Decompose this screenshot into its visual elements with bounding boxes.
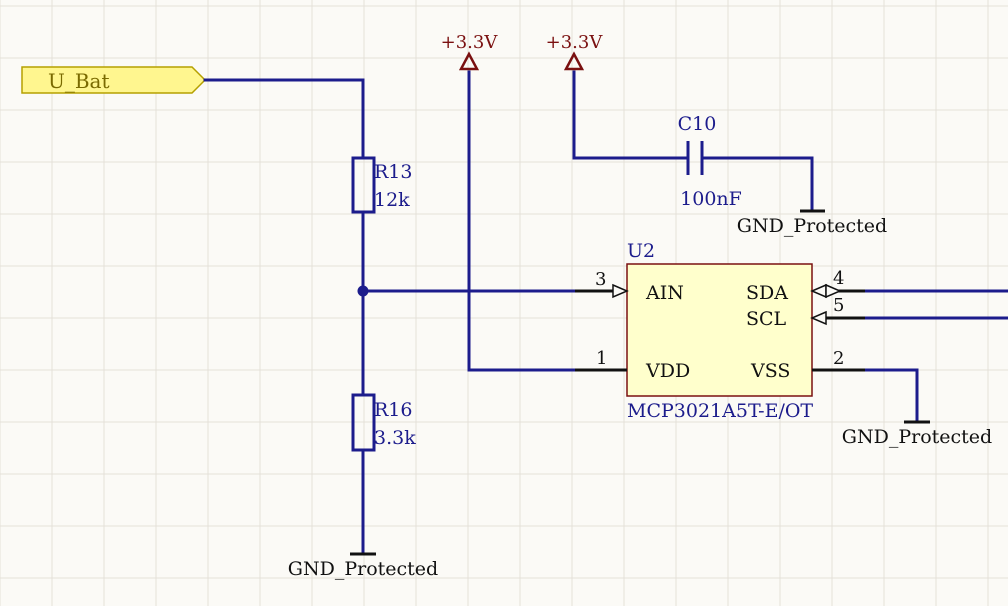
power-port-label: +3.3V bbox=[441, 32, 499, 53]
junction-dot bbox=[357, 285, 369, 297]
resistor-designator: R13 bbox=[374, 161, 412, 183]
resistor-value: 12k bbox=[374, 189, 410, 211]
resistor-r16[interactable]: R16 3.3k bbox=[351, 393, 416, 452]
resistor-r13[interactable]: R13 12k bbox=[351, 156, 412, 214]
ground-symbol-r16[interactable]: GND_Protected bbox=[288, 552, 438, 580]
capacitor-c10[interactable]: C10 100nF bbox=[660, 113, 742, 210]
wire-3v3-vdd bbox=[467, 70, 577, 372]
pin-name: VSS bbox=[750, 360, 790, 382]
ic-u2[interactable]: U2 MCP3021A5T-E/OT 3 AIN 1 VDD 4 SDA 5 bbox=[575, 240, 865, 422]
wire-ubat-r13 bbox=[203, 78, 365, 160]
ground-symbol-c10[interactable]: GND_Protected bbox=[737, 209, 887, 237]
pin-scl[interactable]: 5 SCL bbox=[746, 295, 865, 330]
net-port-label: U_Bat bbox=[48, 69, 110, 93]
pin-number: 1 bbox=[596, 348, 607, 369]
pin-ain[interactable]: 3 AIN bbox=[575, 269, 684, 304]
pin-number: 4 bbox=[833, 268, 844, 289]
power-port-3v3-left[interactable]: +3.3V bbox=[441, 32, 499, 71]
pin-vss[interactable]: 2 VSS bbox=[750, 348, 865, 382]
wire-c10-gnd bbox=[728, 156, 814, 212]
ground-symbol-vss[interactable]: GND_Protected bbox=[842, 420, 992, 448]
ground-label: GND_Protected bbox=[842, 426, 992, 448]
pin-name: VDD bbox=[645, 360, 690, 382]
power-port-3v3-right[interactable]: +3.3V bbox=[546, 32, 604, 71]
capacitor-value: 100nF bbox=[680, 188, 742, 210]
ground-label: GND_Protected bbox=[288, 558, 438, 580]
resistor-value: 3.3k bbox=[374, 427, 416, 449]
pin-name: SDA bbox=[746, 282, 788, 304]
pin-vdd[interactable]: 1 VDD bbox=[575, 348, 690, 382]
pin-sda[interactable]: 4 SDA bbox=[746, 268, 865, 304]
net-port-u-bat[interactable]: U_Bat bbox=[21, 66, 207, 94]
ic-part-number: MCP3021A5T-E/OT bbox=[627, 400, 813, 422]
capacitor-designator: C10 bbox=[678, 113, 717, 135]
ground-label: GND_Protected bbox=[737, 215, 887, 237]
wire-vss-gnd bbox=[863, 368, 919, 424]
pin-name: SCL bbox=[746, 308, 787, 330]
pin-number: 5 bbox=[833, 295, 844, 316]
pin-number: 3 bbox=[595, 269, 606, 290]
resistor-designator: R16 bbox=[374, 399, 412, 421]
wire-3v3-c10 bbox=[572, 70, 662, 160]
ic-designator: U2 bbox=[627, 240, 655, 262]
power-port-label: +3.3V bbox=[546, 32, 604, 53]
pin-name: AIN bbox=[645, 282, 684, 304]
pin-number: 2 bbox=[833, 348, 844, 369]
